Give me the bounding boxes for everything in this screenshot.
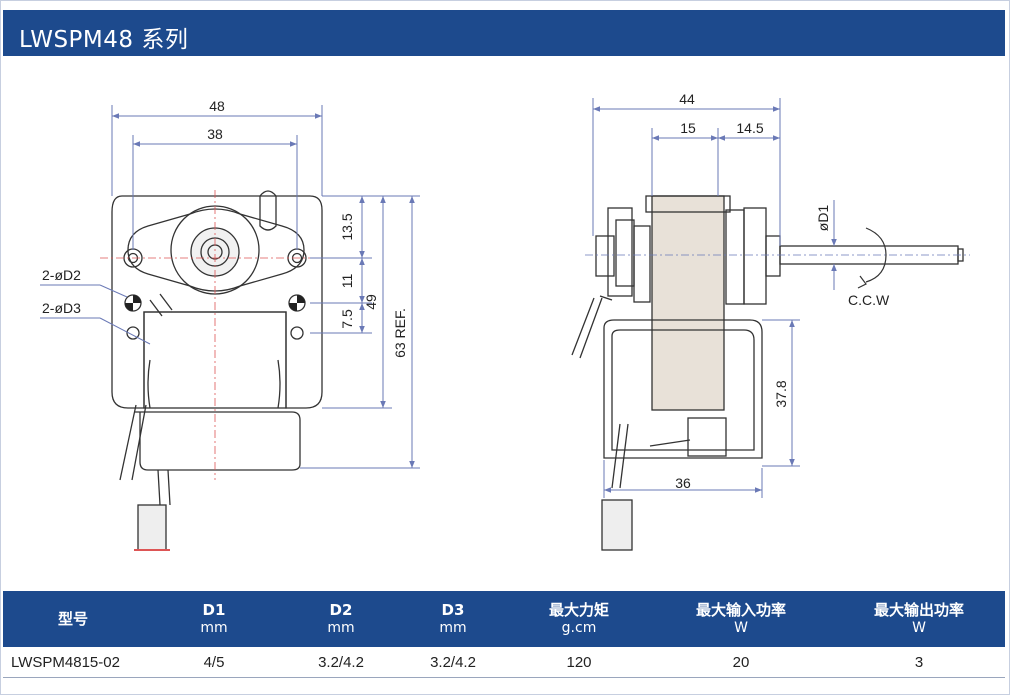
- dim-63-ref: 63 REF.: [392, 308, 408, 358]
- dim-15: 15: [680, 120, 696, 136]
- header-model: 型号: [3, 591, 143, 647]
- page-title: LWSPM48 系列: [19, 27, 189, 53]
- label-d2: 2-øD2: [42, 267, 81, 283]
- front-lead-wires: [119, 404, 171, 551]
- dim-shaft-d1: øD1: [815, 205, 831, 232]
- cell-max-output-power: 3: [833, 647, 1005, 678]
- dim-38: 38: [207, 126, 223, 142]
- side-view: 44 15 14.5 37.8 36 øD1 C.C.W: [571, 91, 970, 551]
- dim-14-5: 14.5: [736, 120, 763, 136]
- dim-48: 48: [209, 98, 225, 114]
- table-row: LWSPM4815-02 4/5 3.2/4.2 3.2/4.2 120 20 …: [3, 647, 1005, 678]
- cell-model: LWSPM4815-02: [3, 647, 143, 678]
- front-view: 48 38 13.5 11 7.5 49 63 REF. 2-øD2 2-øD3: [40, 98, 420, 551]
- technical-drawing: 48 38 13.5 11 7.5 49 63 REF. 2-øD2 2-øD3: [0, 60, 1010, 588]
- title-bar: LWSPM48 系列: [3, 10, 1005, 56]
- dim-7-5: 7.5: [339, 309, 355, 329]
- cell-d3: 3.2/4.2: [397, 647, 509, 678]
- dim-11: 11: [339, 274, 355, 289]
- rotation-label: C.C.W: [848, 292, 890, 308]
- side-motor-body: [571, 195, 964, 551]
- dim-44: 44: [679, 91, 695, 107]
- cell-max-torque: 120: [509, 647, 649, 678]
- cell-d2: 3.2/4.2: [285, 647, 397, 678]
- dim-36: 36: [675, 475, 691, 491]
- dim-37-8: 37.8: [773, 380, 789, 407]
- cell-max-input-power: 20: [649, 647, 833, 678]
- front-motor-body: [111, 190, 323, 471]
- rotation-arrow: [857, 227, 887, 289]
- label-d3: 2-øD3: [42, 300, 81, 316]
- dim-49: 49: [363, 294, 379, 310]
- dim-13-5: 13.5: [339, 213, 355, 240]
- cell-d1: 4/5: [143, 647, 285, 678]
